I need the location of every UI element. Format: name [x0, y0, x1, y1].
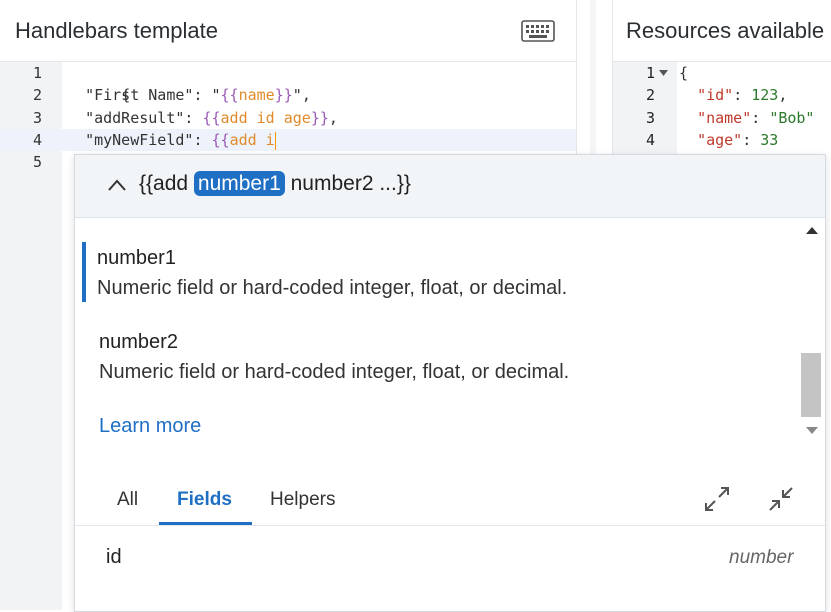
text-cursor — [274, 131, 276, 150]
signature-suffix: number2 ...}} — [284, 172, 411, 195]
suggestion-name: id — [106, 546, 122, 568]
json-line-3[interactable]: "name": "Bob" — [679, 107, 814, 129]
code-token: name — [238, 86, 275, 104]
docs-scrollbar[interactable] — [801, 217, 823, 445]
autocomplete-popup: {{add number1 number2 ...}} number1 Nume… — [74, 154, 826, 612]
tab-fields[interactable]: Fields — [177, 489, 232, 510]
json-line-4[interactable]: "age": 33 — [679, 129, 778, 151]
chevron-down-icon[interactable] — [659, 70, 668, 76]
code-token: "id" — [697, 86, 734, 104]
code-line-1[interactable]: { — [67, 62, 130, 104]
code-token: 123 — [751, 86, 779, 104]
template-editor-title: Handlebars template — [15, 18, 219, 43]
suggestion-type: number — [729, 547, 794, 568]
code-token: : — [193, 86, 212, 104]
code-token: "Bob" — [769, 109, 815, 127]
template-editor-header: Handlebars template — [0, 0, 576, 62]
line-number-gutter — [613, 62, 677, 162]
code-line-4[interactable]: "myNewField": {{add i — [67, 129, 276, 151]
line-number: 1 — [645, 64, 655, 82]
tab-helpers[interactable]: Helpers — [270, 489, 336, 510]
active-tab-indicator — [159, 522, 252, 525]
scrollbar-thumb[interactable] — [801, 353, 821, 417]
param-name: number1 — [97, 247, 176, 269]
line-number: 2 — [645, 86, 655, 104]
code-token: : — [742, 131, 761, 149]
param-name: number2 — [99, 331, 178, 353]
code-token: "addResult" — [85, 109, 185, 127]
json-line-1[interactable]: { — [679, 62, 688, 84]
helper-signature-header: {{add number1 number2 ...}} — [75, 155, 825, 218]
code-token: "First Name" — [85, 86, 194, 104]
code-token: , — [328, 109, 338, 127]
expand-icon[interactable] — [703, 485, 731, 513]
signature-prefix: {{add — [139, 172, 194, 195]
scroll-up-icon[interactable] — [806, 227, 818, 234]
code-token: : — [193, 131, 212, 149]
code-token: {{ — [220, 86, 239, 104]
code-token: add i — [229, 131, 275, 149]
code-token: : — [751, 109, 770, 127]
line-number-gutter — [0, 62, 62, 610]
line-number: 5 — [32, 153, 42, 171]
active-line-highlight — [0, 129, 576, 151]
code-token: : — [733, 86, 752, 104]
signature-active-param: number1 — [193, 171, 285, 196]
active-param-indicator — [82, 242, 86, 302]
line-number: 4 — [645, 131, 655, 149]
line-number: 2 — [32, 86, 42, 104]
learn-more-link[interactable]: Learn more — [99, 415, 202, 437]
code-token: 33 — [760, 131, 779, 149]
code-token: "name" — [697, 109, 752, 127]
param-docs: number1 Numeric field or hard-coded inte… — [75, 217, 801, 457]
code-token: }} — [310, 109, 329, 127]
code-token: { — [679, 64, 689, 82]
keyboard-icon[interactable] — [521, 20, 555, 42]
code-line-2[interactable]: "First Name": "{{name}}", — [67, 84, 311, 106]
code-token: " — [292, 86, 302, 104]
code-token: "myNewField" — [85, 131, 194, 149]
code-token: {{ — [202, 109, 221, 127]
code-line-3[interactable]: "addResult": {{add id age}}, — [67, 107, 338, 129]
resources-title: Resources available — [626, 18, 825, 43]
helper-signature: {{add number1 number2 ...}} — [139, 171, 411, 196]
suggestion-tabs: All Fields Helpers — [75, 471, 825, 526]
code-token: "age" — [697, 131, 743, 149]
line-number: 1 — [32, 64, 42, 82]
code-token: , — [301, 86, 311, 104]
param-description: Numeric field or hard-coded integer, flo… — [97, 277, 568, 299]
chevron-up-icon[interactable] — [107, 177, 127, 193]
collapse-icon[interactable] — [767, 485, 795, 513]
scroll-down-icon[interactable] — [806, 427, 818, 434]
resources-header: Resources available — [613, 0, 831, 62]
code-token: { — [121, 86, 131, 104]
code-token: : — [184, 109, 203, 127]
tab-all[interactable]: All — [117, 489, 139, 510]
code-token: {{ — [211, 131, 230, 149]
line-number: 4 — [32, 131, 42, 149]
code-token: add id age — [220, 109, 311, 127]
suggestion-item[interactable]: id number — [75, 526, 825, 586]
line-number: 3 — [32, 109, 42, 127]
json-line-2[interactable]: "id": 123, — [679, 84, 787, 106]
code-token: " — [211, 86, 221, 104]
code-token: }} — [274, 86, 293, 104]
code-token: , — [778, 86, 788, 104]
line-number: 3 — [645, 109, 655, 127]
param-description: Numeric field or hard-coded integer, flo… — [99, 361, 570, 383]
